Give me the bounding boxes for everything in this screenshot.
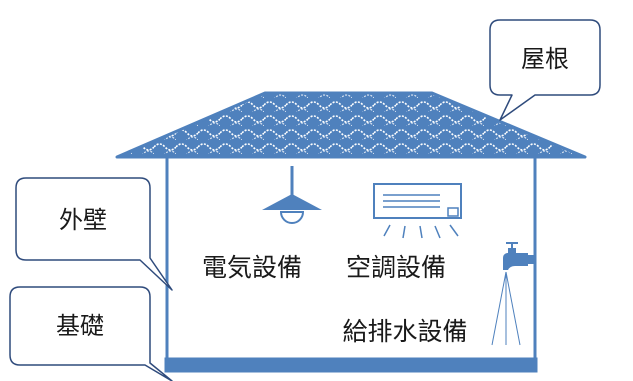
ceiling-light-icon xyxy=(262,166,322,224)
roof xyxy=(115,91,587,159)
plumbing-label: 給排水設備 xyxy=(342,317,467,346)
exterior-wall-callout xyxy=(15,177,173,291)
exterior-wall-label: 外壁 xyxy=(59,206,107,234)
faucet-icon xyxy=(491,242,535,346)
air-conditioner-icon xyxy=(373,183,462,239)
roof-label: 屋根 xyxy=(521,45,569,73)
roof-callout xyxy=(489,19,601,121)
foundation-label: 基礎 xyxy=(56,312,104,340)
air-conditioning-label: 空調設備 xyxy=(346,253,446,282)
house-wall xyxy=(165,154,537,368)
foundation-callout xyxy=(9,286,173,381)
foundation-strip xyxy=(164,357,538,373)
electrical-label: 電気設備 xyxy=(202,253,302,282)
